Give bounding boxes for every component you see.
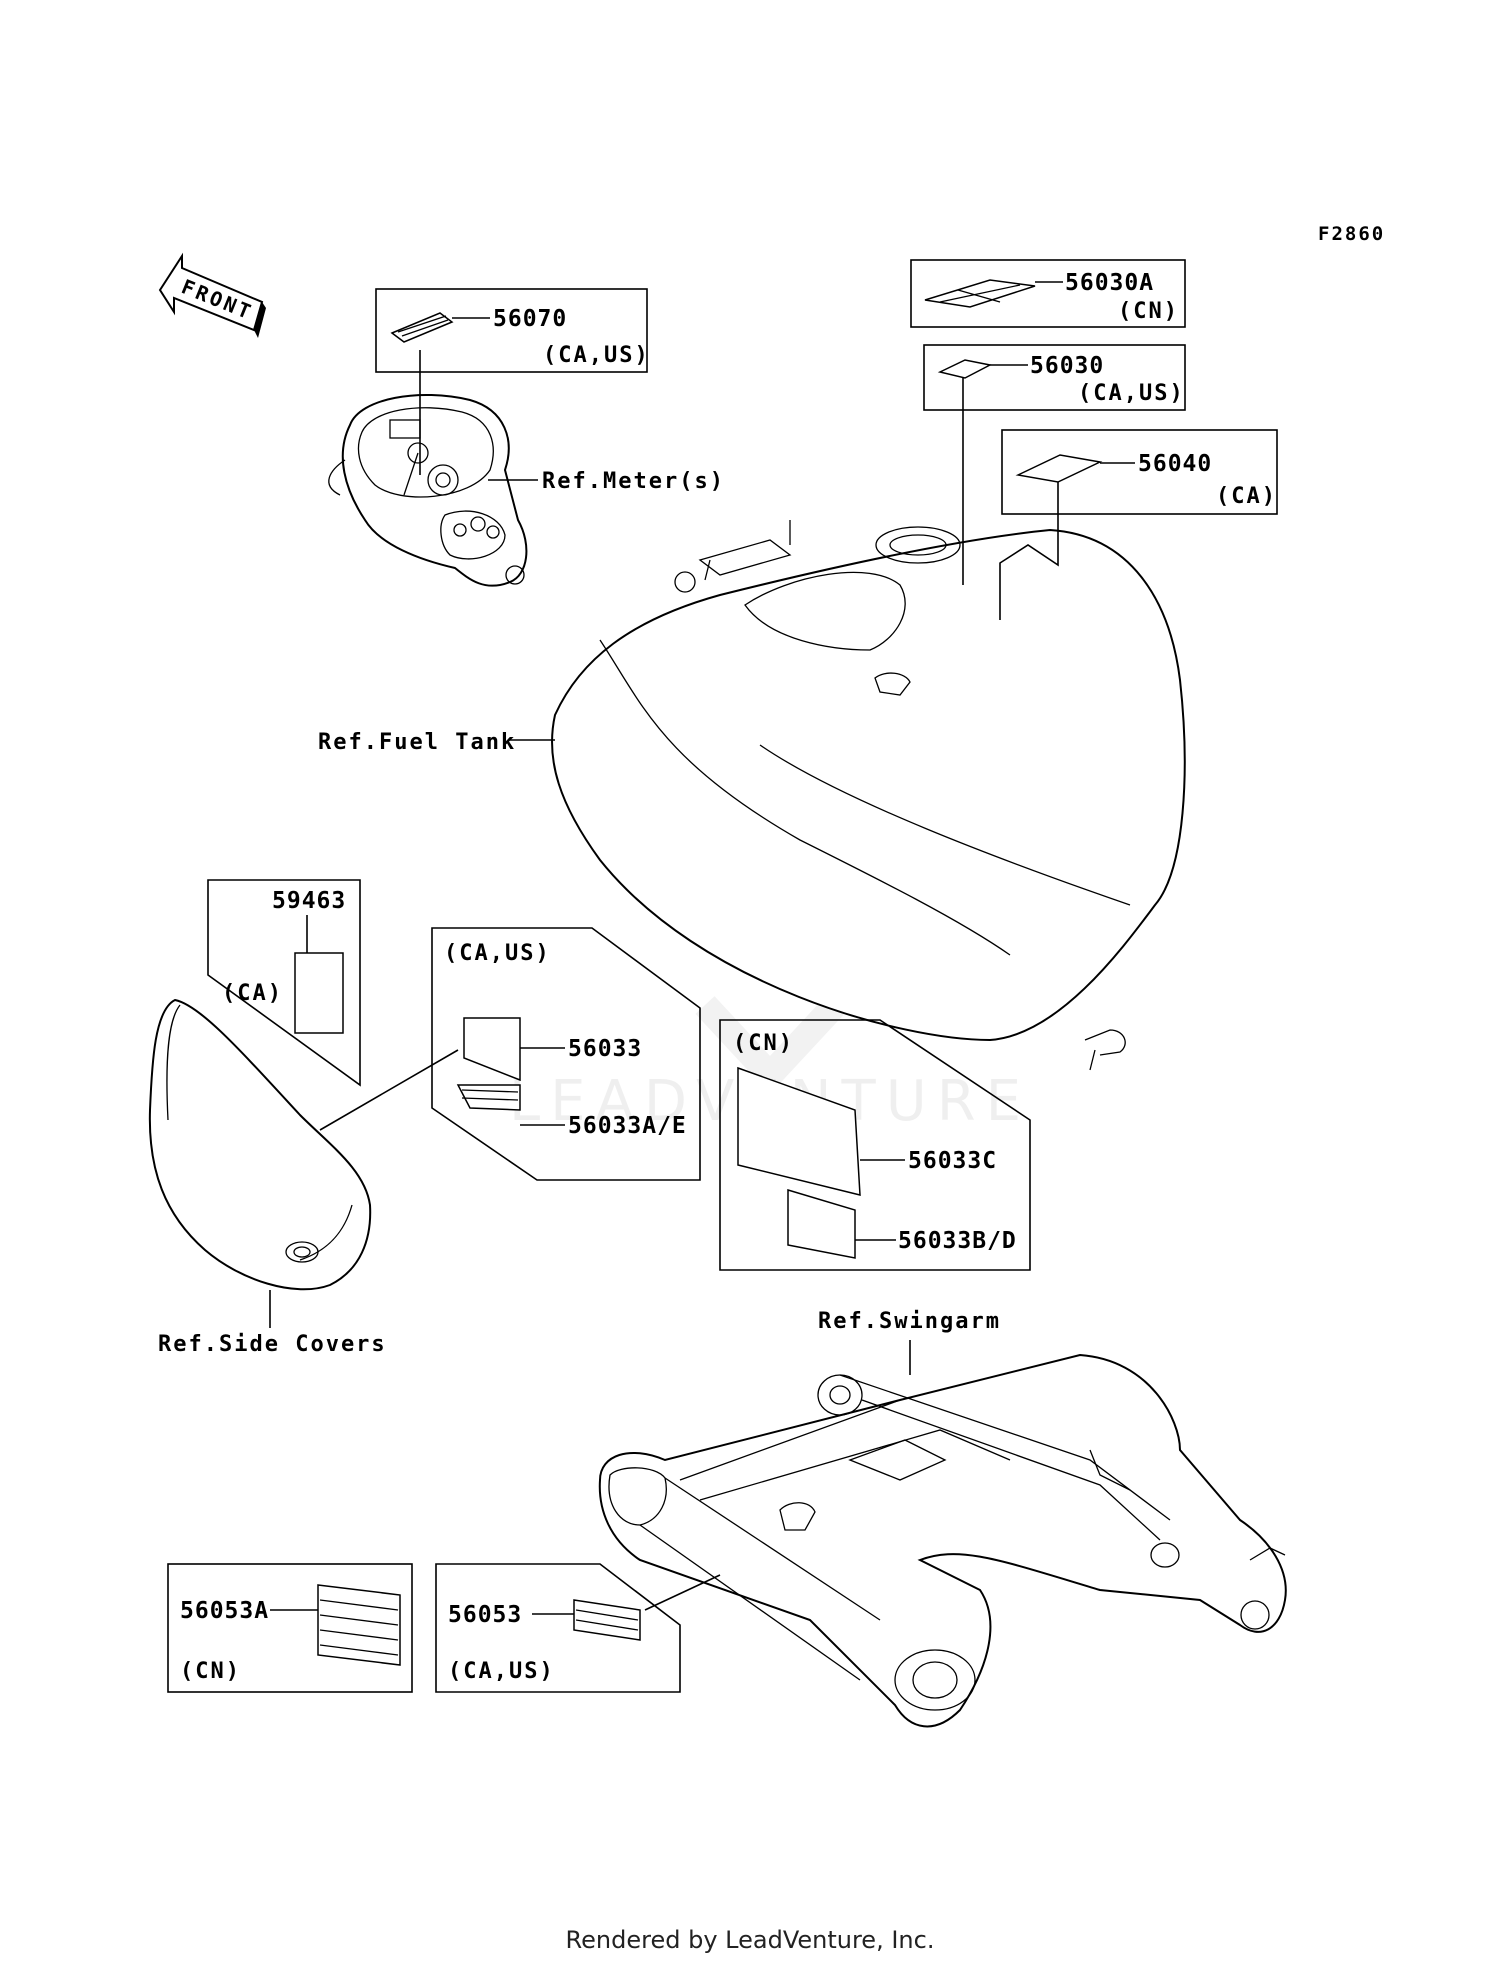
part-56040-region: (CA) — [1216, 484, 1277, 509]
part-56033C-number[interactable]: 56033C — [908, 1148, 997, 1174]
part-56053-region: (CA,US) — [448, 1659, 555, 1684]
group-cn-region: (CN) — [733, 1031, 794, 1056]
label-56033-group-box — [431, 927, 701, 1181]
label-56070-box — [375, 288, 648, 373]
group-ca-us-region: (CA,US) — [444, 941, 551, 966]
part-59463-region: (CA) — [222, 981, 283, 1006]
figure-code: F2860 — [1318, 223, 1385, 245]
part-56070-region: (CA,US) — [543, 343, 650, 368]
part-56070-number[interactable]: 56070 — [493, 306, 567, 332]
decal-56040-icon — [1015, 454, 1103, 483]
part-56033-number[interactable]: 56033 — [568, 1036, 642, 1062]
label-56040-box — [1001, 429, 1278, 515]
front-label: FRONT — [178, 274, 257, 324]
label-56030-box — [923, 344, 1186, 411]
ref-side-covers-label[interactable]: Ref.Side Covers — [158, 1332, 387, 1357]
decal-56033C-icon — [737, 1066, 861, 1196]
label-59463-box — [207, 879, 361, 1087]
ref-swingarm-label[interactable]: Ref.Swingarm — [818, 1309, 1001, 1334]
part-56053-number[interactable]: 56053 — [448, 1602, 522, 1628]
fuel-tank-illustration — [551, 520, 1186, 1071]
part-59463-number[interactable]: 59463 — [272, 888, 346, 914]
label-56053-box — [435, 1563, 681, 1693]
decal-56030A-icon — [924, 279, 1036, 308]
part-56053A-number[interactable]: 56053A — [180, 1598, 269, 1624]
decal-56053A-icon — [317, 1584, 401, 1666]
swingarm-illustration — [598, 1353, 1287, 1728]
meter-illustration — [328, 394, 528, 587]
decal-56030-icon — [937, 359, 993, 379]
ref-meter-label[interactable]: Ref.Meter(s) — [542, 469, 725, 494]
part-56033BD-number[interactable]: 56033B/D — [898, 1228, 1017, 1254]
decal-56033BD-icon — [787, 1188, 856, 1259]
label-56030A-box — [910, 259, 1186, 328]
part-56030-number[interactable]: 56030 — [1030, 353, 1104, 379]
footer-credit: Rendered by LeadVenture, Inc. — [566, 1926, 935, 1954]
part-56030-region: (CA,US) — [1078, 381, 1185, 406]
ref-fuel-tank-label[interactable]: Ref.Fuel Tank — [318, 730, 516, 755]
side-cover-illustration — [148, 998, 372, 1291]
label-56033C-group-box — [719, 1019, 1031, 1271]
decal-56070-icon — [390, 312, 454, 343]
part-56053A-region: (CN) — [180, 1659, 241, 1684]
decal-56033-icon — [463, 1017, 521, 1082]
decal-56053-icon — [573, 1599, 641, 1641]
part-56040-number[interactable]: 56040 — [1138, 451, 1212, 477]
label-56053A-box — [167, 1563, 413, 1693]
front-arrow-icon: FRONT — [158, 252, 266, 338]
part-56033AE-number[interactable]: 56033A/E — [568, 1113, 687, 1139]
decal-56033AE-icon — [456, 1084, 521, 1111]
part-56030A-number[interactable]: 56030A — [1065, 270, 1154, 296]
decal-59463-icon — [294, 952, 344, 1034]
part-56030A-region: (CN) — [1118, 299, 1179, 324]
